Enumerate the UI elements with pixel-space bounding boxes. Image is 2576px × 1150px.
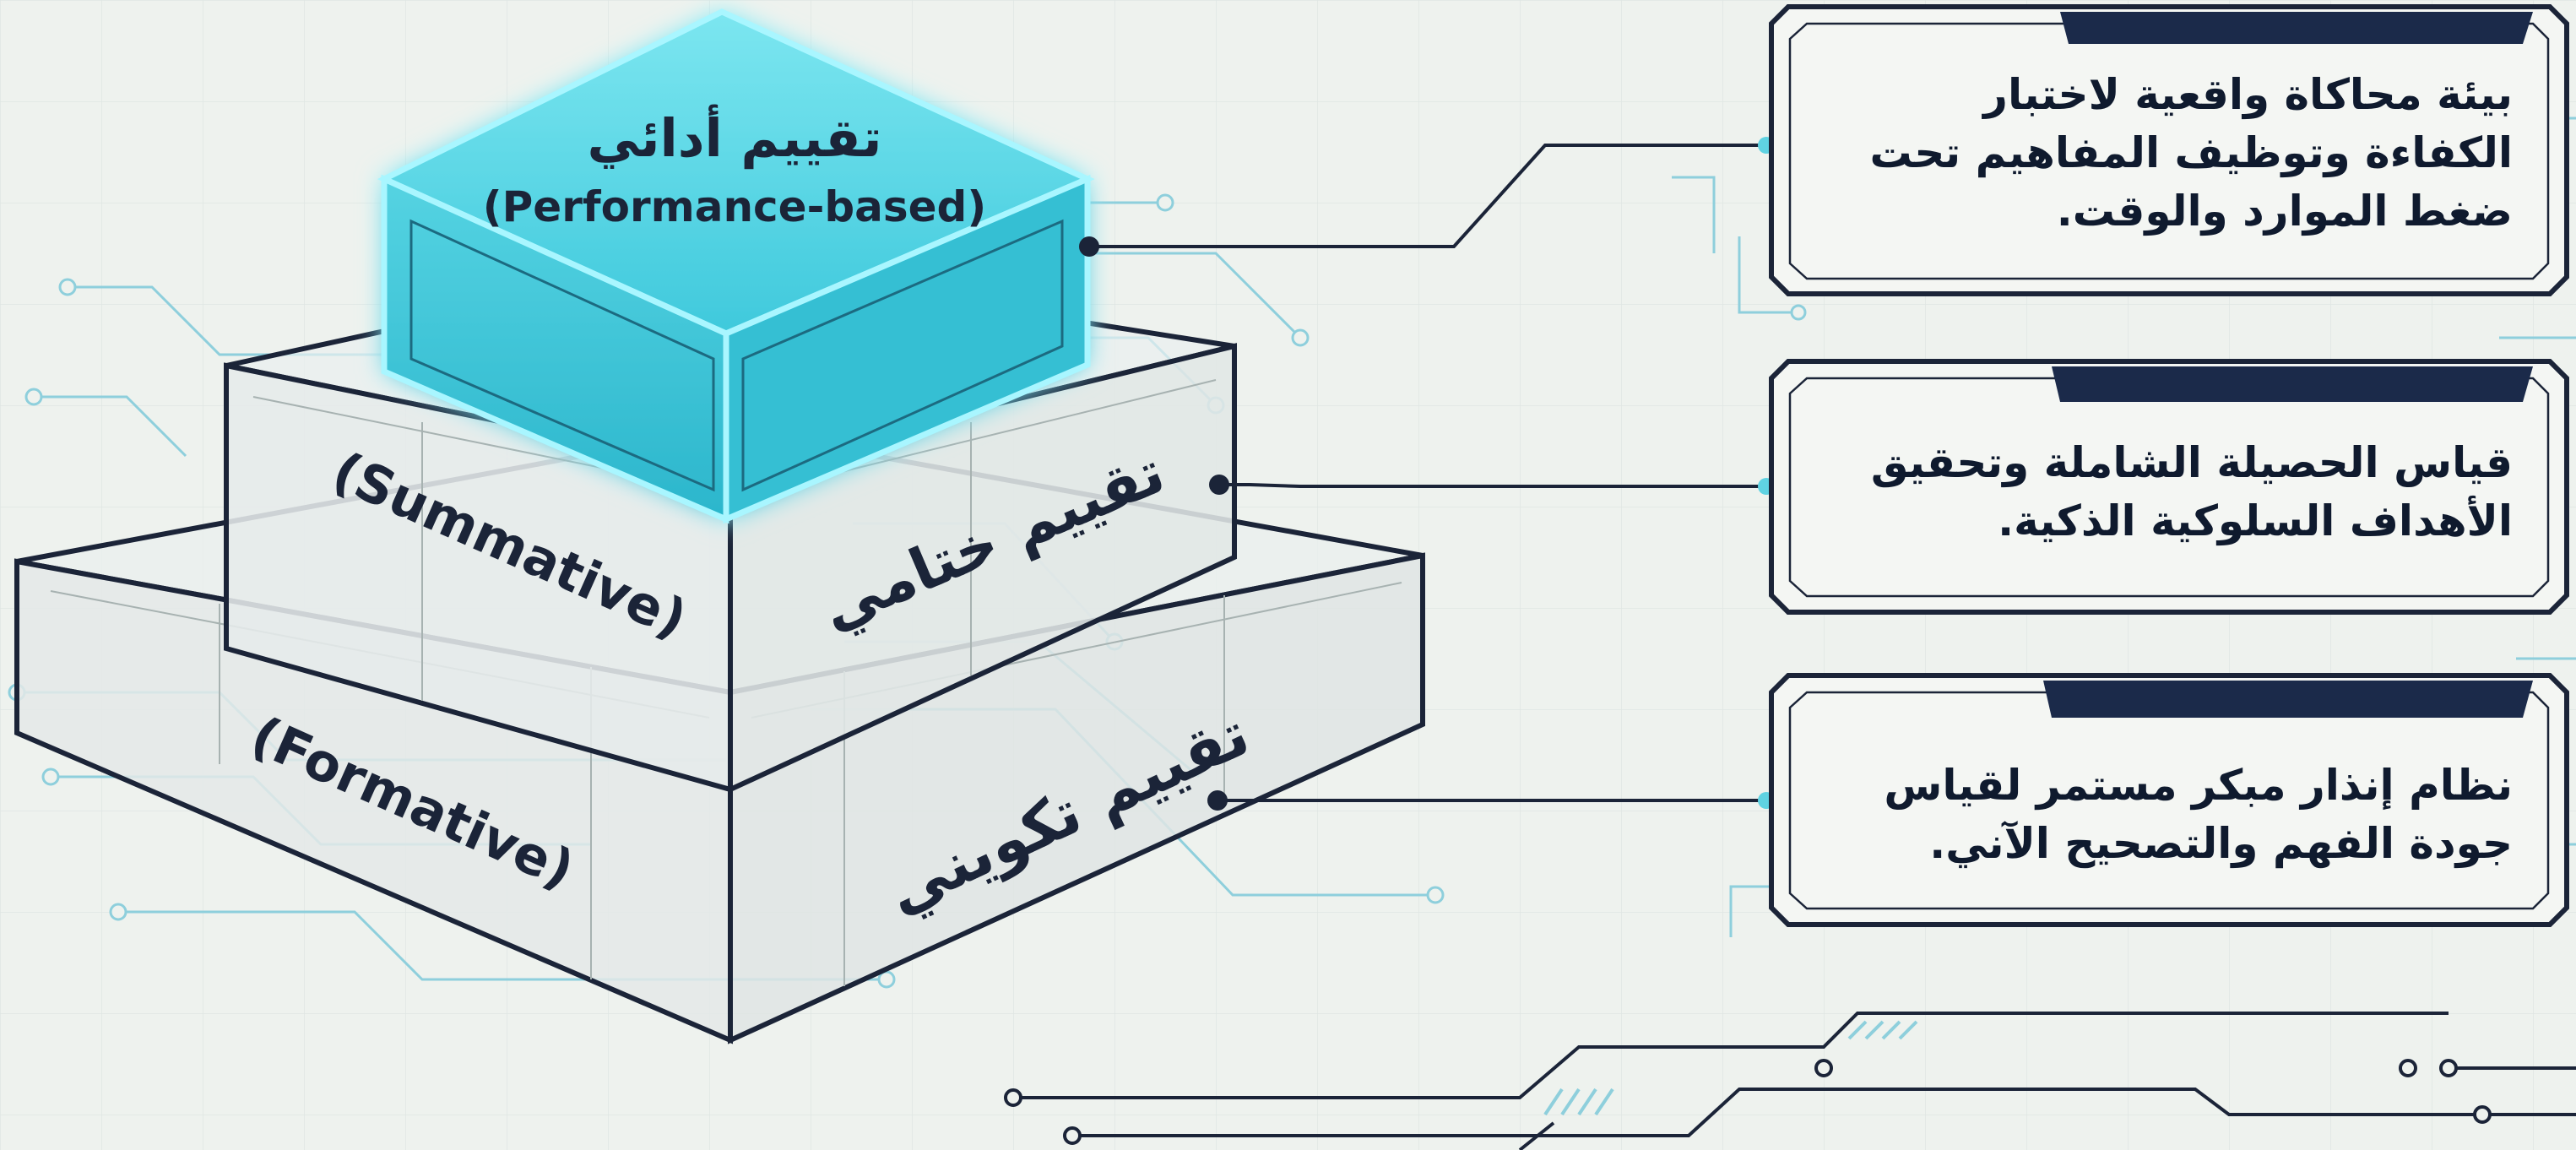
callout-header-bar: [2060, 12, 2533, 44]
callout-line: الأهداف السلوكية الذكية.: [1998, 496, 2513, 545]
hatch-marks: [1543, 1020, 1918, 1116]
bottom-circuit-band: [1013, 1012, 2576, 1150]
callout-header-bar: [2052, 366, 2533, 402]
callout-line: بيئة محاكاة واقعية لاختبار: [1983, 70, 2513, 119]
callout-line: ضغط الموارد والوقت.: [2056, 187, 2513, 236]
bottom-circuit-nodes: [1004, 1059, 2492, 1145]
performance-title-ar: تقييم أدائي: [587, 104, 881, 169]
callout-frame-performance: [1769, 4, 2569, 296]
callout-line: نظام إنذار مبكر مستمر لقياس: [1884, 761, 2513, 810]
callout-frame-summative: [1769, 359, 2569, 615]
callout-line: الكفاءة وتوظيف المفاهيم تحت: [1869, 128, 2513, 177]
callout-frame-formative: [1769, 673, 2569, 927]
callout-formative-text: نظام إنذار مبكر مستمر لقياس جودة الفهم و…: [1815, 757, 2513, 873]
callout-line: جودة الفهم والتصحيح الآني.: [1929, 819, 2513, 868]
callout-summative-text: قياس الحصيلة الشاملة وتحقيق الأهداف السل…: [1815, 434, 2513, 551]
callout-line: قياس الحصيلة الشاملة وتحقيق: [1870, 438, 2513, 487]
performance-title-en: (Performance-based): [483, 182, 986, 231]
callout-performance-text: بيئة محاكاة واقعية لاختبار الكفاءة وتوظي…: [1815, 66, 2513, 241]
connector-lines: [1089, 144, 1766, 802]
layer-performance: [377, 8, 1095, 524]
callout-header-bar: [2043, 681, 2533, 718]
